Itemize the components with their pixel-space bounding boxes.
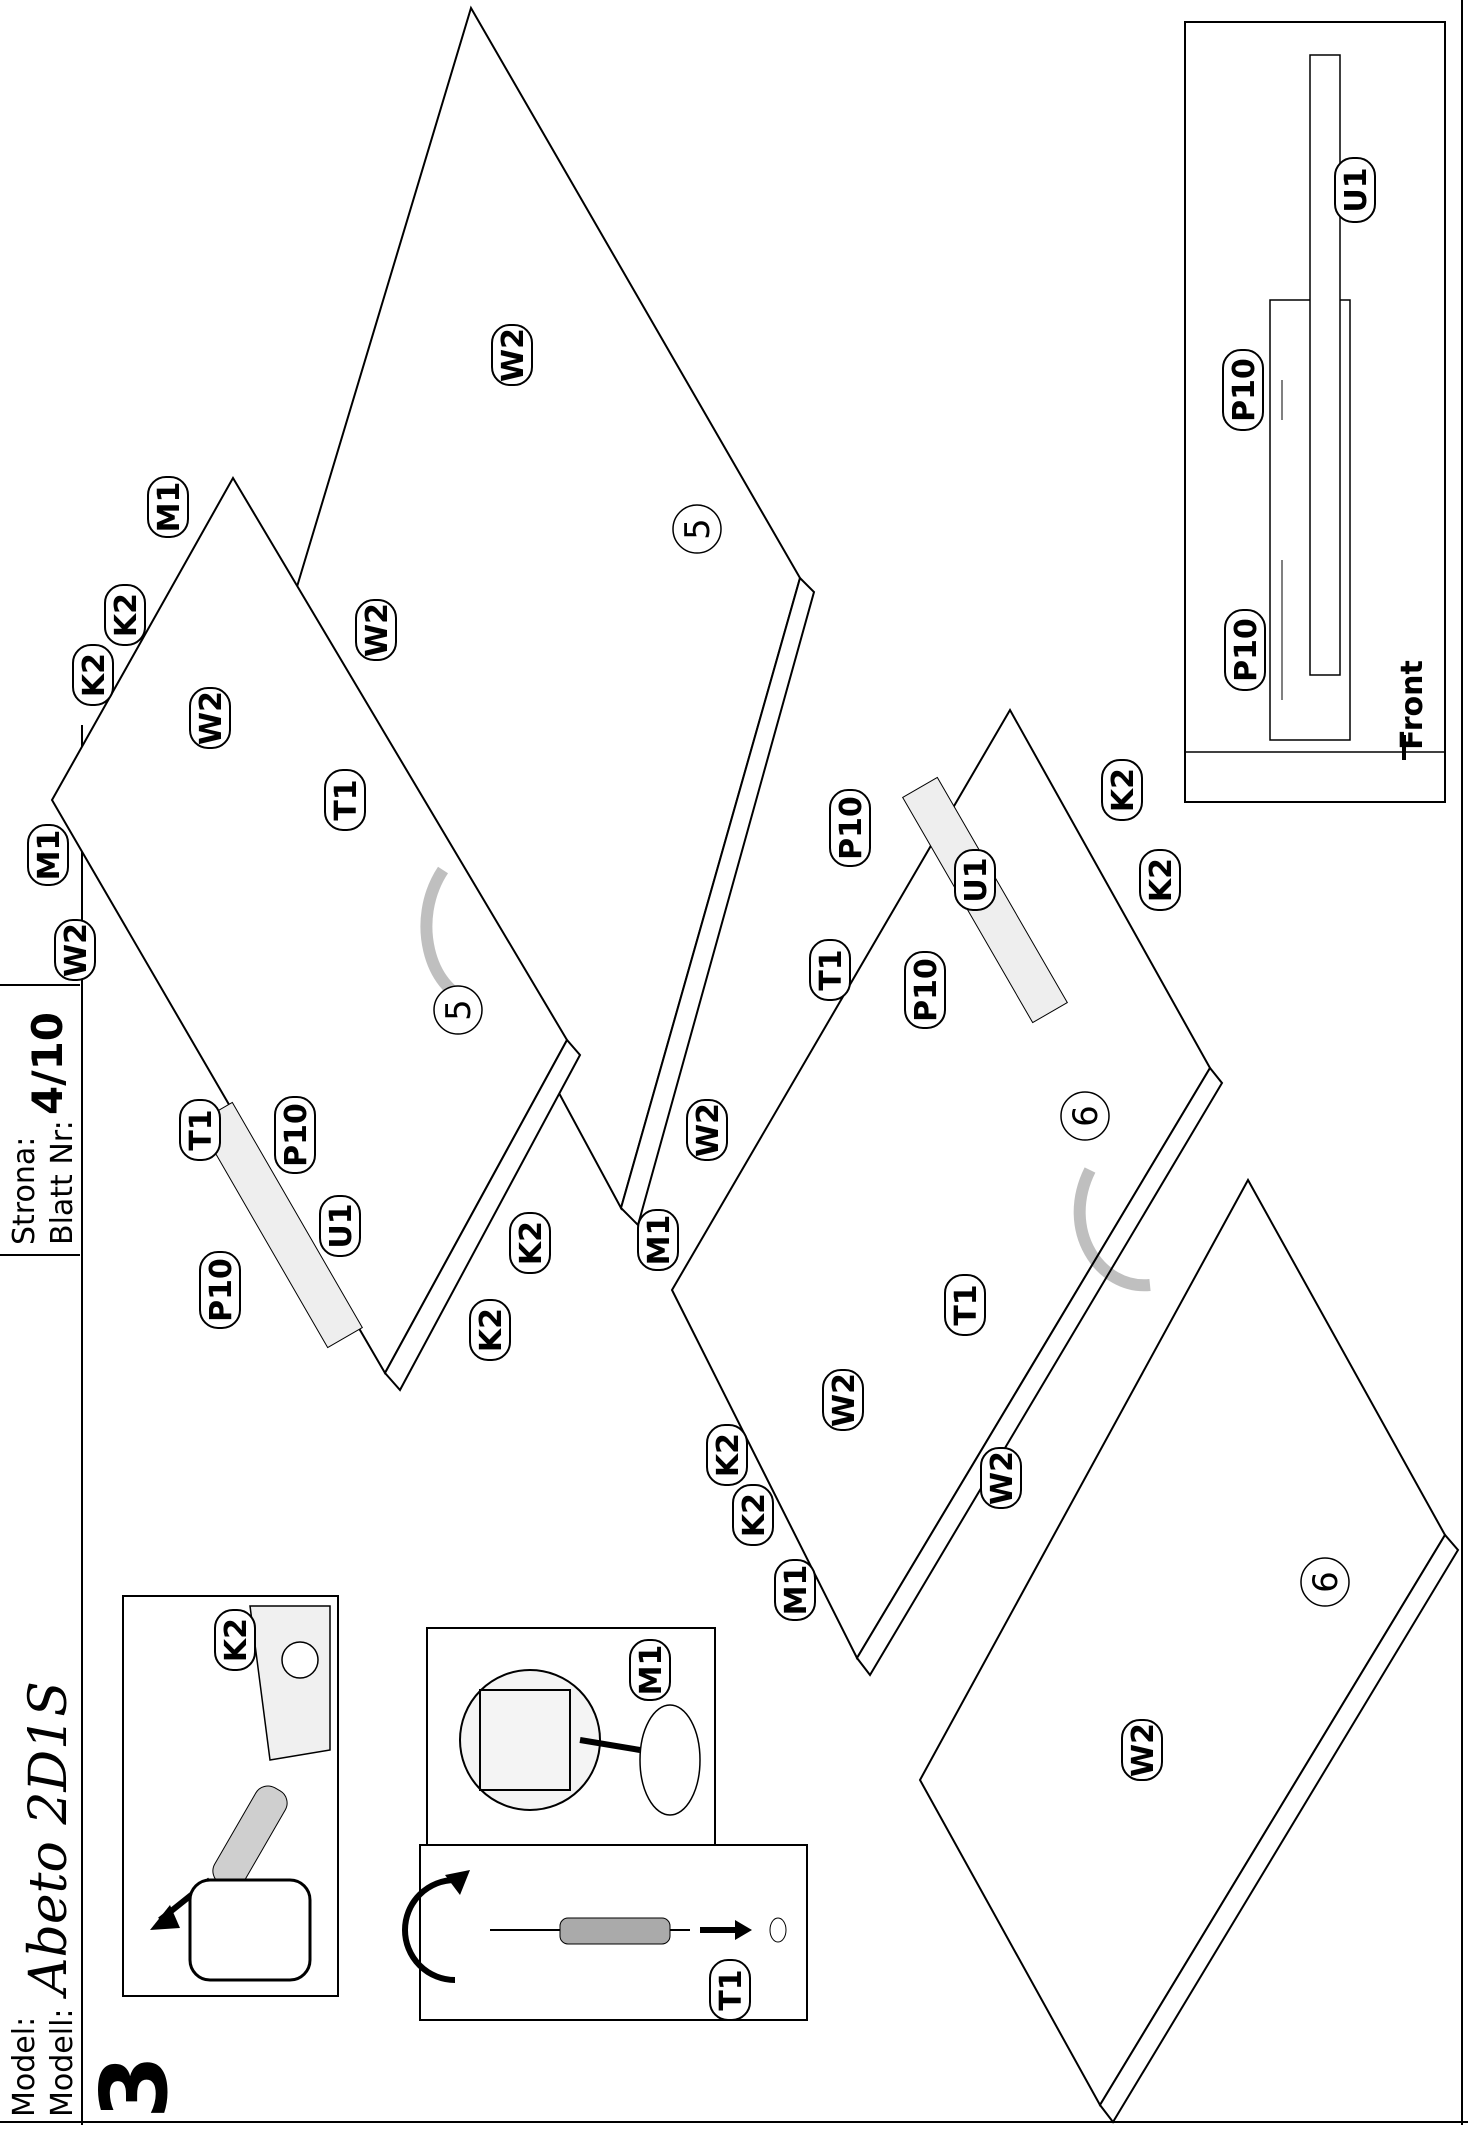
label-t1: T1 — [809, 939, 851, 1001]
rail-p10-label-b: P10 — [1229, 618, 1264, 682]
rail-p10-label-a: P10 — [1227, 358, 1262, 422]
detail-m1-label: M1 — [634, 1645, 669, 1696]
svg-text:P10: P10 — [204, 1258, 239, 1322]
label-m1: M1 — [774, 1559, 816, 1621]
panel-6-back-number: 6 — [1306, 1571, 1346, 1593]
label-w2: W2 — [54, 919, 96, 981]
label-k2: K2 — [1139, 849, 1181, 911]
rail-u1-label: U1 — [1339, 167, 1374, 212]
page-number: 4/10 — [23, 1012, 72, 1115]
label-k2: K2 — [72, 644, 114, 706]
svg-text:T1: T1 — [184, 1109, 219, 1150]
page-label-pl: Strona: — [7, 1137, 42, 1245]
detail-k2: K2 — [122, 1595, 339, 1997]
svg-text:U1: U1 — [959, 857, 994, 902]
svg-text:W2: W2 — [691, 1103, 726, 1157]
panel-6-front-number: 6 — [1066, 1105, 1106, 1127]
svg-text:T1: T1 — [949, 1284, 984, 1325]
rail-front-label: Front — [1395, 660, 1430, 750]
label-w2: W2 — [822, 1369, 864, 1431]
svg-text:K2: K2 — [474, 1308, 509, 1352]
svg-text:P10: P10 — [834, 796, 869, 860]
svg-text:K2: K2 — [514, 1221, 549, 1265]
detail-rail: U1 P10 P10 Front — [1184, 21, 1446, 803]
svg-text:W2: W2 — [360, 603, 395, 657]
svg-text:W2: W2 — [496, 328, 531, 382]
panel-6-back — [918, 1177, 1460, 2124]
label-t1: T1 — [944, 1274, 986, 1336]
model-label-de: Modell: — [45, 2008, 80, 2117]
svg-text:K2: K2 — [737, 1493, 772, 1537]
svg-text:K2: K2 — [1106, 768, 1141, 812]
svg-text:W2: W2 — [1126, 1723, 1161, 1777]
label-w2: W2 — [1121, 1719, 1163, 1781]
panel-5-back-number: 5 — [678, 518, 718, 540]
label-u1: U1 — [954, 849, 996, 911]
svg-text:K2: K2 — [77, 653, 112, 697]
part-labels: W2 W2 W2 W2 W2 W2 W2 W2 K2 K2 K2 K2 K2 K… — [27, 324, 1181, 1781]
svg-text:W2: W2 — [985, 1451, 1020, 1505]
svg-text:K2: K2 — [711, 1433, 746, 1477]
panel-5-front-number: 5 — [439, 999, 479, 1021]
page-label-de: Blatt Nr: — [45, 1120, 80, 1245]
svg-text:W2: W2 — [827, 1373, 862, 1427]
label-w2: W2 — [189, 687, 231, 749]
svg-text:W2: W2 — [59, 923, 94, 977]
label-t1: T1 — [324, 769, 366, 831]
flip-arrow-bottom — [1073, 1167, 1151, 1292]
step-number: 3 — [81, 2055, 188, 2119]
label-w2: W2 — [355, 599, 397, 661]
label-k2: K2 — [732, 1484, 774, 1546]
label-u1: U1 — [319, 1195, 361, 1257]
label-k2: K2 — [104, 584, 146, 646]
svg-text:K2: K2 — [109, 593, 144, 637]
panel-6-front — [670, 707, 1224, 1677]
label-k2: K2 — [1101, 759, 1143, 821]
label-k2: K2 — [509, 1212, 551, 1274]
detail-t1: T1 — [402, 1844, 808, 2021]
model-label-pl: Model: — [7, 2017, 42, 2117]
label-m1: M1 — [27, 824, 69, 886]
svg-text:P10: P10 — [279, 1103, 314, 1167]
detail-k2-label: K2 — [219, 1618, 254, 1662]
svg-text:W2: W2 — [194, 691, 229, 745]
label-p10: P10 — [829, 789, 871, 867]
detail-m1: M1 — [426, 1627, 716, 1851]
label-p10: P10 — [274, 1096, 316, 1174]
label-t1: T1 — [179, 1099, 221, 1161]
svg-text:T1: T1 — [814, 949, 849, 990]
label-p10: P10 — [904, 951, 946, 1029]
svg-text:M1: M1 — [779, 1565, 814, 1616]
label-p10: P10 — [199, 1251, 241, 1329]
detail-t1-label: T1 — [714, 1969, 749, 2010]
label-w2: W2 — [491, 324, 533, 386]
svg-text:U1: U1 — [324, 1203, 359, 1248]
svg-text:M1: M1 — [642, 1215, 677, 1266]
label-w2: W2 — [980, 1447, 1022, 1509]
label-k2: K2 — [469, 1299, 511, 1361]
label-m1: M1 — [147, 476, 189, 538]
svg-text:T1: T1 — [329, 779, 364, 820]
model-name: Abeto 2D1S — [19, 1681, 79, 1999]
svg-text:P10: P10 — [909, 958, 944, 1022]
svg-text:M1: M1 — [152, 482, 187, 533]
label-m1: M1 — [637, 1209, 679, 1271]
label-w2: W2 — [686, 1099, 728, 1161]
label-k2: K2 — [706, 1424, 748, 1486]
svg-text:M1: M1 — [32, 830, 67, 881]
svg-text:K2: K2 — [1144, 858, 1179, 902]
